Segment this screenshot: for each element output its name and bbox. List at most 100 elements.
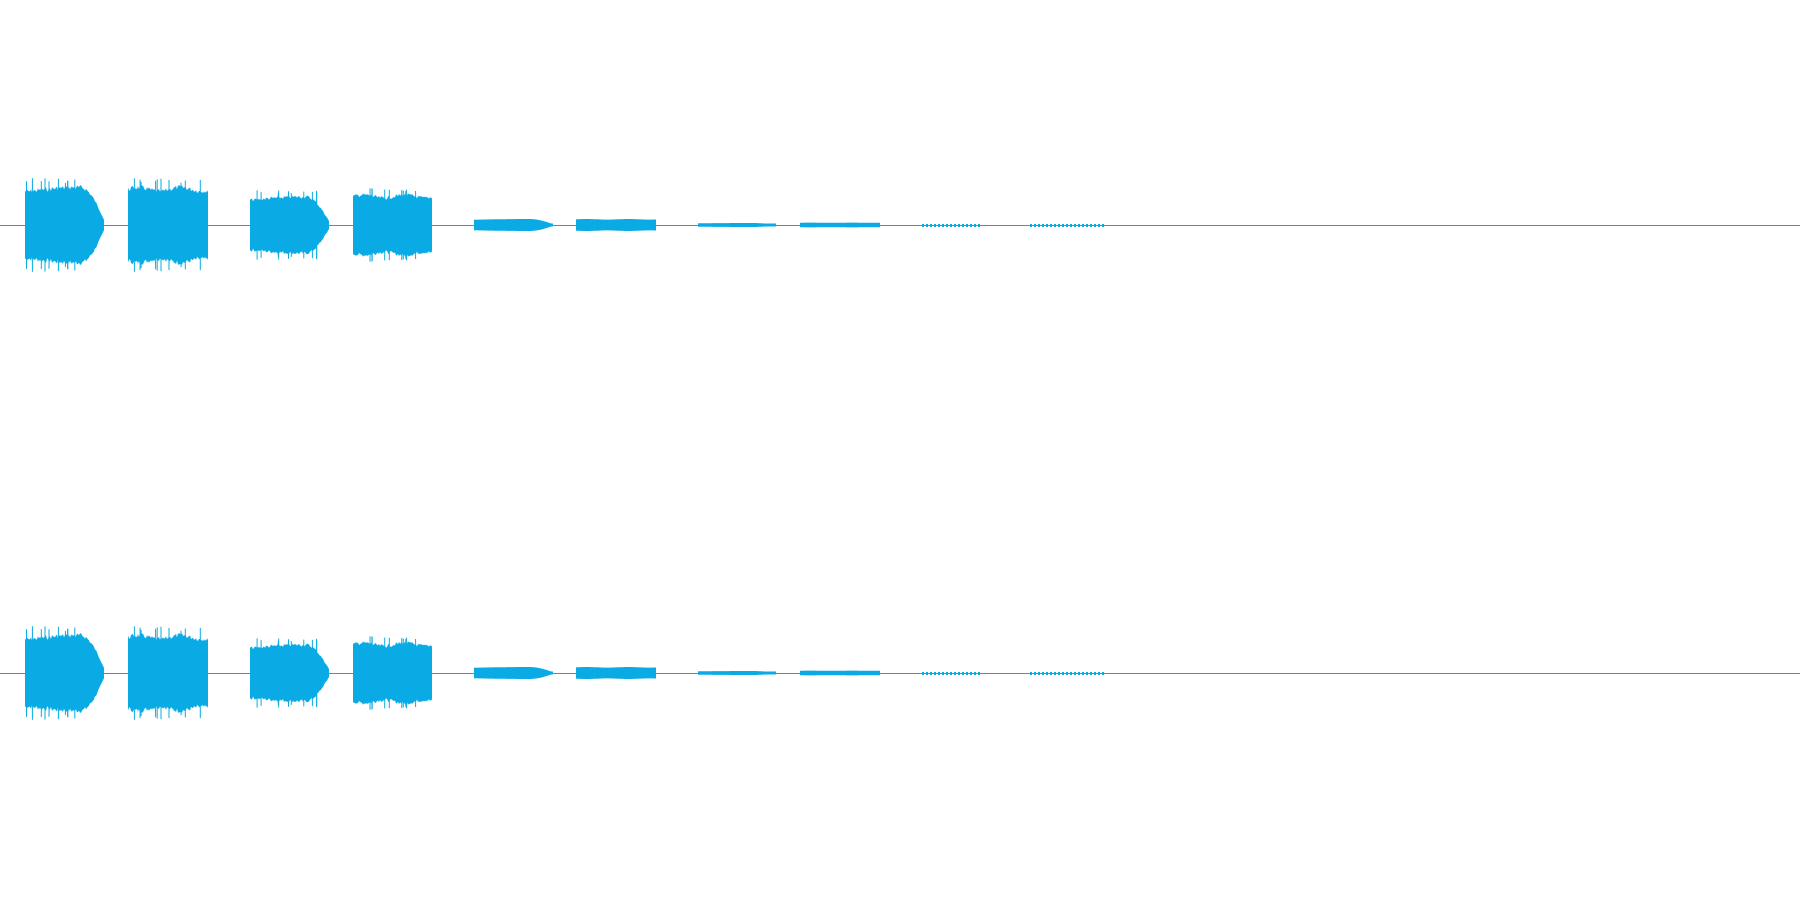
waveform-sample — [1054, 224, 1056, 227]
waveform-sample — [1066, 224, 1068, 227]
waveform-sample — [1086, 672, 1088, 675]
waveform-envelope — [474, 667, 553, 679]
waveform-envelope — [576, 667, 656, 679]
waveform-segment — [922, 224, 980, 227]
waveform-sample — [970, 224, 972, 227]
waveform-segment — [353, 636, 432, 710]
waveform-sample — [1030, 224, 1032, 227]
waveform-sample — [1070, 672, 1072, 675]
waveform-envelope — [576, 219, 656, 231]
waveform-sample — [946, 672, 948, 675]
waveform-segment — [474, 219, 553, 231]
waveform-sample — [950, 672, 952, 675]
waveform-sample — [1066, 672, 1068, 675]
waveform-sample — [1046, 224, 1048, 227]
waveform-envelope — [353, 641, 432, 705]
waveform-sample — [1038, 672, 1040, 675]
waveform-envelope — [353, 193, 432, 257]
waveform-sample — [970, 672, 972, 675]
waveform-sample — [1094, 672, 1096, 675]
waveform-channel-right — [0, 626, 1800, 720]
waveform-sample — [958, 224, 960, 227]
waveform-sample — [1070, 224, 1072, 227]
waveform-segment — [800, 222, 880, 228]
waveform-sample — [954, 672, 956, 675]
waveform-sample — [922, 672, 924, 675]
waveform-sample — [1086, 224, 1088, 227]
waveform-segment — [800, 670, 880, 676]
waveform-sample — [1078, 672, 1080, 675]
waveform-sample — [1102, 224, 1104, 227]
waveform-sample — [922, 224, 924, 227]
waveform-segment — [1030, 672, 1104, 675]
waveform-segment — [250, 190, 329, 260]
waveform-segment — [576, 219, 656, 231]
waveform-envelope — [250, 195, 329, 255]
waveform-sample — [926, 672, 928, 675]
waveform-sample — [1074, 224, 1076, 227]
waveform-segment — [576, 667, 656, 679]
waveform-sample — [1094, 224, 1096, 227]
waveform-segment — [128, 178, 208, 272]
waveform-sample — [1062, 672, 1064, 675]
waveform-sample — [934, 672, 936, 675]
waveform-sample — [958, 672, 960, 675]
waveform-sample — [1050, 224, 1052, 227]
waveform-sample — [1082, 672, 1084, 675]
waveform-segment — [25, 626, 104, 720]
waveform-segment — [474, 667, 553, 679]
waveform-segment — [698, 671, 776, 675]
waveform-segment — [128, 626, 208, 720]
waveform-sample — [930, 672, 932, 675]
waveform-sample — [938, 672, 940, 675]
waveform-sample — [946, 224, 948, 227]
waveform-envelope — [698, 671, 776, 675]
waveform-envelope — [250, 643, 329, 703]
waveform-sample — [962, 672, 964, 675]
waveform-channel-left — [0, 178, 1800, 272]
waveform-sample — [978, 224, 980, 227]
waveform-sample — [1078, 224, 1080, 227]
waveform-envelope — [474, 219, 553, 231]
waveform-sample — [966, 672, 968, 675]
waveform-sample — [1046, 672, 1048, 675]
waveform-sample — [954, 224, 956, 227]
waveform-sample — [1038, 224, 1040, 227]
waveform-sample — [1062, 224, 1064, 227]
waveform-sample — [938, 224, 940, 227]
waveform-sample — [974, 672, 976, 675]
waveform-sample — [1034, 224, 1036, 227]
waveform-sample — [930, 224, 932, 227]
waveform-sample — [1082, 224, 1084, 227]
waveform-sample — [1042, 672, 1044, 675]
waveform-sample — [942, 672, 944, 675]
waveform-sample — [1054, 672, 1056, 675]
waveform-sample — [1090, 224, 1092, 227]
waveform-sample — [950, 224, 952, 227]
waveform-envelope — [128, 633, 208, 713]
waveform-sample — [1102, 672, 1104, 675]
waveform-sample — [1090, 672, 1092, 675]
waveform-envelope — [800, 670, 880, 676]
waveform-sample — [1098, 224, 1100, 227]
waveform-segment — [25, 178, 104, 272]
waveform-sample — [1074, 672, 1076, 675]
waveform-envelope — [800, 222, 880, 228]
waveform-sample — [934, 224, 936, 227]
waveform-sample — [1042, 224, 1044, 227]
waveform-envelope — [698, 223, 776, 227]
waveform-segment — [698, 223, 776, 227]
waveform-envelope — [25, 633, 104, 713]
waveform-sample — [1058, 224, 1060, 227]
waveform-sample — [1050, 672, 1052, 675]
waveform-segment — [250, 638, 329, 708]
waveform-segment — [1030, 224, 1104, 227]
waveform-sample — [962, 224, 964, 227]
waveform-sample — [974, 224, 976, 227]
waveform-sample — [1034, 672, 1036, 675]
waveform-sample — [978, 672, 980, 675]
waveform-sample — [1058, 672, 1060, 675]
waveform-sample — [926, 224, 928, 227]
waveform-sample — [1030, 672, 1032, 675]
waveform-sample — [942, 224, 944, 227]
